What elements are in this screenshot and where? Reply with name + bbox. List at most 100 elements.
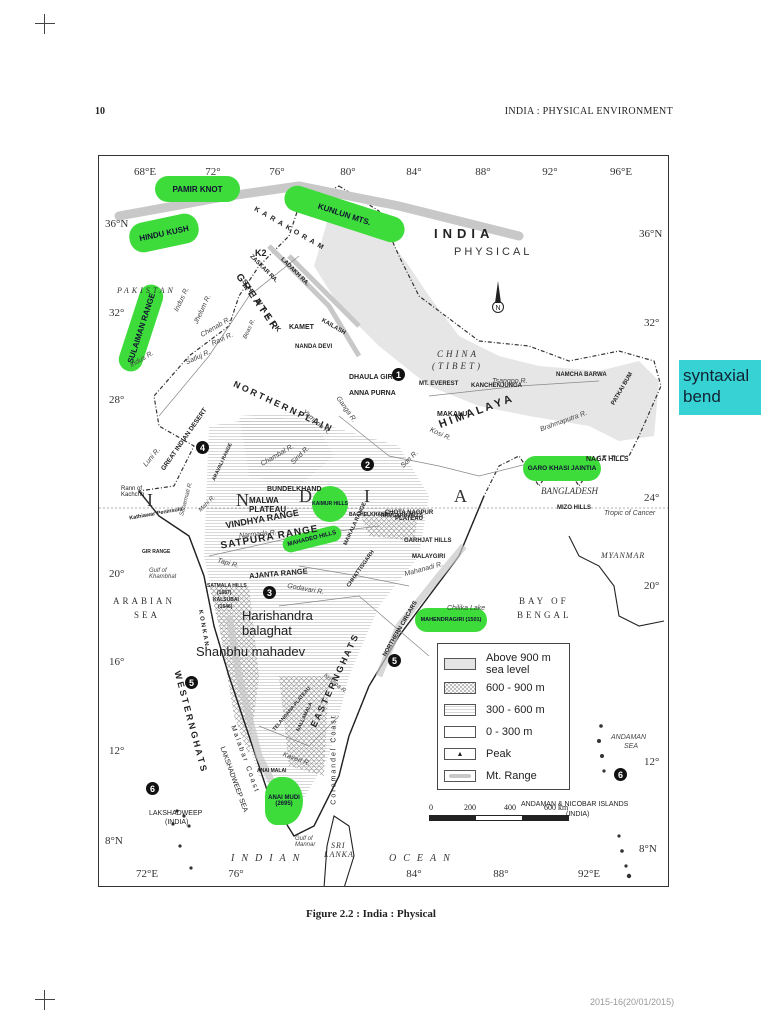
longitude-tick: 92° <box>542 166 558 178</box>
label-sri-lanka-2: LANKA <box>324 850 354 859</box>
marker-5-east: 5 <box>388 654 401 667</box>
scale-tick-600: 600 km <box>544 803 569 812</box>
label-naga-hills: NAGA HILLS <box>586 456 629 463</box>
label-andaman-nicobar: ANDAMAN & NICOBAR ISLANDS <box>521 801 629 808</box>
highlight-anai-mudi: ANAI MUDI (2695) <box>265 777 303 825</box>
legend-item-mt-range: Mt. Range <box>444 770 537 782</box>
footer-date: 2015-16(20/01/2015) <box>590 997 675 1007</box>
swatch-white <box>444 726 476 738</box>
india-letter-a: A <box>454 486 473 506</box>
label-ramgarh-hills: RAMGARH HILLS <box>381 513 423 519</box>
scale-bar: 0 200 400 600 km <box>429 803 569 821</box>
latitude-tick: 32° <box>644 317 660 329</box>
label-gulf-of-khambhat: Gulf of Khambhat <box>149 568 177 580</box>
scale-tick-400: 400 <box>504 803 516 812</box>
latitude-tick: 8°N <box>639 843 657 855</box>
crop-mark-top-left <box>35 14 55 34</box>
longitude-tick: 88° <box>475 166 491 178</box>
label-satmala-hills: SATMALA HILLS <box>207 583 247 589</box>
longitude-tick: 92°E <box>577 868 601 880</box>
longitude-tick: 72°E <box>135 868 159 880</box>
longitude-tick: 88° <box>493 868 509 880</box>
label-coromandel-coast: Coromandel Coast <box>330 714 338 805</box>
latitude-tick: 20° <box>644 580 660 592</box>
crop-mark-bottom-left <box>35 990 55 1010</box>
longitude-tick: 80° <box>340 166 356 178</box>
syntaxial-bend-annotation: syntaxial bend <box>679 360 761 415</box>
label-chilika-lake: Chilika Lake <box>447 605 486 612</box>
label-andaman-nicobar-india: (INDIA) <box>566 811 590 818</box>
scale-tick-200: 200 <box>464 803 476 812</box>
swatch-crosshatch <box>444 682 476 694</box>
highlight-pamir-knot: PAMIR KNOT <box>155 176 240 202</box>
peak-kamet: KAMET <box>289 324 314 331</box>
label-bay-of-bengal-2: BENGAL <box>517 610 572 620</box>
label-andaman-sea-2: SEA <box>624 743 639 750</box>
longitude-tick: 76° <box>269 166 285 178</box>
latitude-tick: 28° <box>109 394 125 406</box>
label-malwa-plateau: MALWA PLATEAU <box>249 496 287 514</box>
label-tibet: (TIBET) <box>432 361 483 371</box>
label-arabian-sea: ARABIAN <box>113 596 176 606</box>
label-kalsubai-height: (1646) <box>218 604 233 610</box>
label-kalsubai: KALSUBAI <box>213 597 239 603</box>
swatch-range-stroke <box>444 770 476 782</box>
peak-triangle-icon: ▲ <box>444 748 476 760</box>
marker-4: 4 <box>196 441 209 454</box>
india-letter-d: D <box>299 486 318 506</box>
running-head: INDIA : PHYSICAL ENVIRONMENT <box>504 106 673 117</box>
india-letter-n: N <box>236 490 255 510</box>
label-malaygiri: MALAYGIRI <box>412 554 446 560</box>
legend-item-300-600: 300 - 600 m <box>444 704 545 716</box>
peak-anna-purna: ANNA PURNA <box>349 390 396 397</box>
highlight-kaimur-hills: KAIMUR HILLS <box>312 486 348 522</box>
latitude-tick: 20° <box>109 568 125 580</box>
label-k2: K2 <box>255 248 267 258</box>
longitude-tick: 84° <box>406 166 422 178</box>
note-harishandra: Harishandra <box>242 608 313 623</box>
peak-nanda-devi: NANDA DEVI <box>295 344 333 350</box>
longitude-tick: 72° <box>205 166 221 178</box>
label-mizo-hills: MIZO HILLS <box>557 505 591 511</box>
label-myanmar: MYANMAR <box>601 551 646 560</box>
marker-1: 1 <box>392 368 405 381</box>
latitude-tick: 16° <box>109 656 125 668</box>
svg-text:N: N <box>495 305 500 312</box>
india-letter-i: I <box>147 490 159 510</box>
label-sri-lanka: SRI <box>331 841 346 850</box>
page-number: 10 <box>95 106 105 117</box>
latitude-tick: 8°N <box>105 835 123 847</box>
peak-namcha-barwa: NAMCHA BARWA <box>556 372 607 378</box>
map-subtitle: PHYSICAL <box>454 246 533 258</box>
label-satmala-height: (1687) <box>217 590 232 596</box>
label-bay-of-bengal: BAY OF <box>519 596 569 606</box>
label-anai-malai: ANAI MALAI <box>257 768 287 774</box>
river-tsangpo: Tsangpo R. <box>492 378 528 385</box>
figure-caption: Figure 2.2 : India : Physical <box>306 908 436 920</box>
latitude-tick: 36°N <box>639 228 663 240</box>
label-andaman-sea: ANDAMAN <box>611 734 647 741</box>
label-baghelkhand: BAGHELKHAND <box>349 512 389 518</box>
latitude-tick: 32° <box>109 307 125 319</box>
label-indian-ocean: INDIAN <box>231 853 307 864</box>
longitude-tick: 68°E <box>133 166 157 178</box>
label-garhjat-hills: GARHJAT HILLS <box>404 538 452 544</box>
highlight-mahendragiri: MAHENDRAGIRI (1501) <box>415 608 487 632</box>
marker-3: 3 <box>263 586 276 599</box>
label-ocean: OCEAN <box>389 853 457 864</box>
highlight-garo-khasi-jaintia: GARO KHASI JAINTIA <box>523 456 601 481</box>
latitude-tick: 12° <box>109 745 125 757</box>
legend-item-0-300: 0 - 300 m <box>444 726 532 738</box>
legend-item-above-900: Above 900 m sea level <box>444 652 551 676</box>
label-pakistan: PAKISTAN <box>117 286 176 295</box>
latitude-tick: 12° <box>644 756 660 768</box>
legend-item-peak: ▲ Peak <box>444 748 511 760</box>
label-tropic-of-cancer: Tropic of Cancer <box>604 510 656 517</box>
map-title: INDIA <box>434 226 495 241</box>
longitude-tick: 96°E <box>609 166 633 178</box>
longitude-tick: 76° <box>228 868 244 880</box>
longitude-tick: 84° <box>406 868 422 880</box>
marker-2: 2 <box>361 458 374 471</box>
label-bangladesh: BANGLADESH <box>541 486 598 496</box>
label-arabian-sea-2: SEA <box>134 610 161 620</box>
